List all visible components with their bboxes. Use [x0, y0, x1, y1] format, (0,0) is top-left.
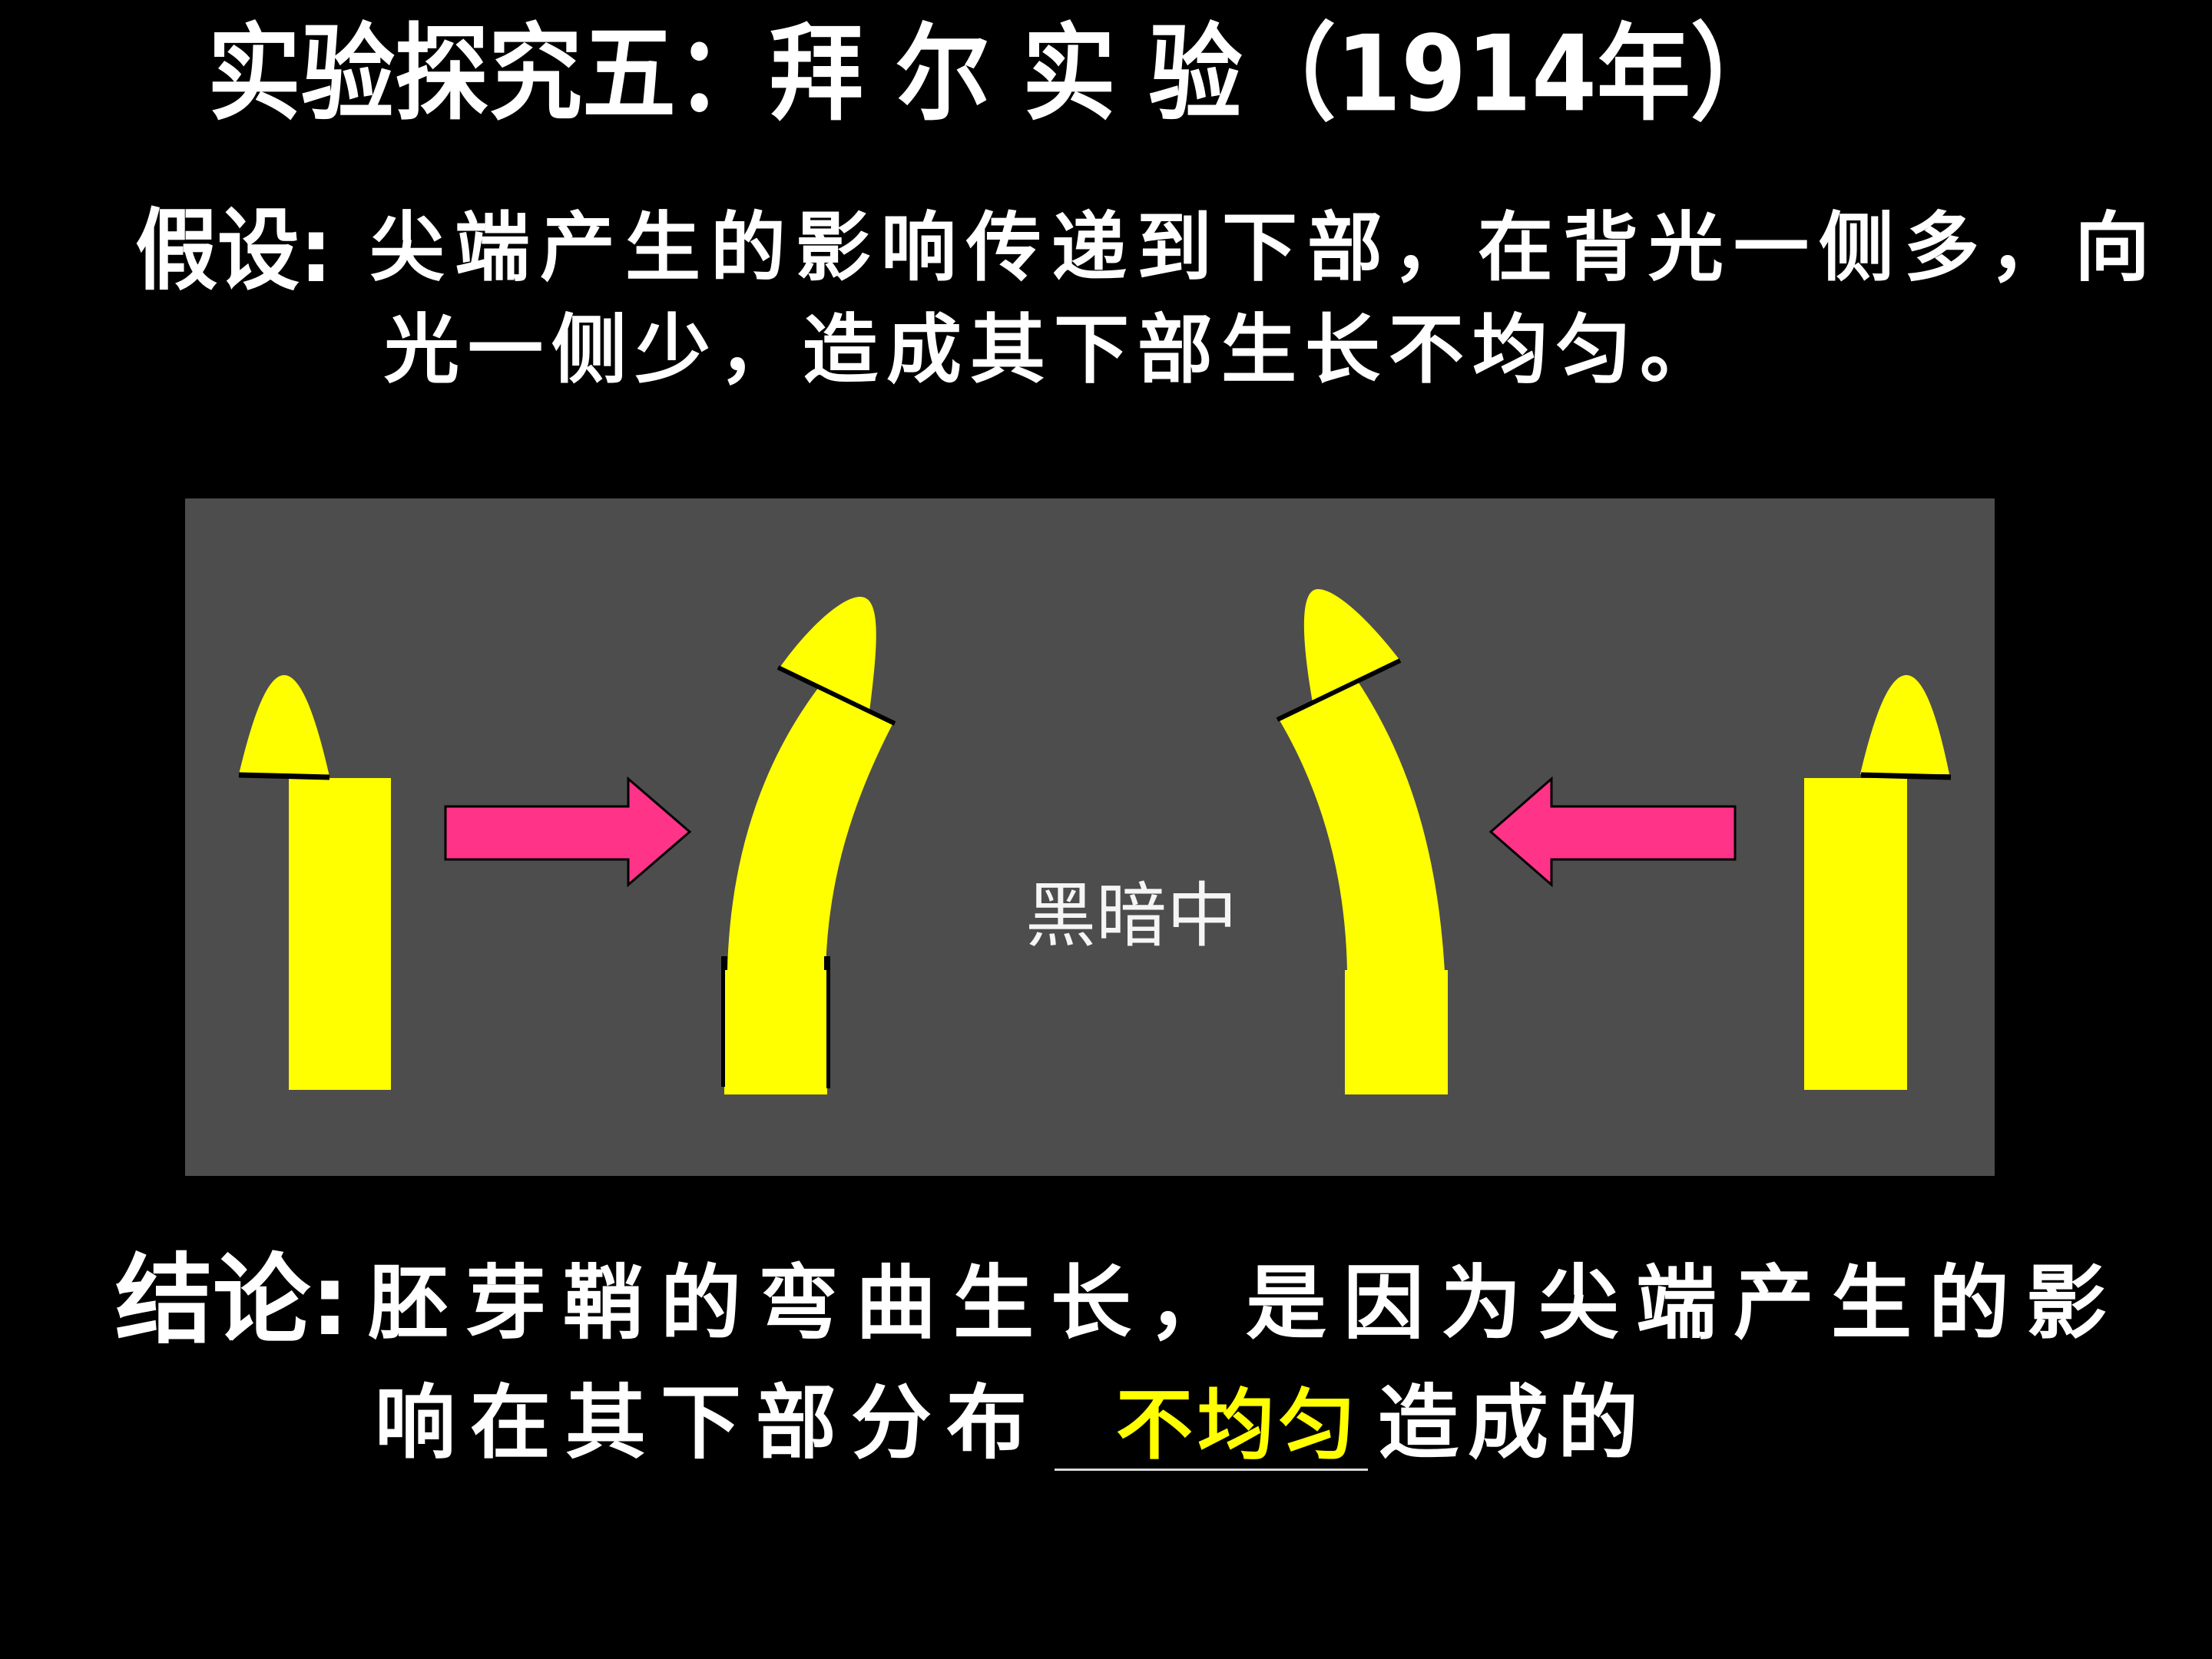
coleoptile-base — [1345, 970, 1448, 1094]
coleoptile-bent-left — [1276, 589, 1448, 1094]
answer-blank-text: 不均匀 — [1116, 1379, 1360, 1470]
base-edge-left — [721, 956, 725, 1087]
cut-line — [1860, 772, 1952, 780]
cut-line — [777, 665, 896, 726]
coleoptile-base — [724, 969, 827, 1094]
coleoptile-bent-right — [721, 597, 896, 1094]
base-edge-right — [826, 956, 830, 1088]
cut-line — [238, 772, 330, 780]
coleoptile-bent-body — [727, 688, 893, 971]
slide-title: 实验探究五：拜 尔 实 验（1914年） — [207, 12, 1784, 135]
coleoptile-bent-body — [1280, 683, 1445, 972]
cut-line — [1276, 658, 1402, 722]
coleoptile-tip-icon — [1860, 675, 1949, 774]
base-notch-left — [721, 956, 727, 970]
coleoptile-with-tip-shifted-right — [1804, 675, 1952, 1090]
conclusion-line-1: 胚芽鞘的弯曲生长，是因为尖端产生的影 — [368, 1255, 2124, 1350]
conclusion-label: 结论: — [115, 1243, 349, 1357]
conclusion-line-2-prefix: 响在其下部分布 — [375, 1375, 1042, 1470]
hypothesis-line-2: 光一侧少，造成其下部生长不均匀。 — [384, 306, 1724, 394]
coleoptile-tip-icon — [239, 675, 329, 777]
base-notch-right — [824, 956, 830, 970]
coleoptile-stem — [289, 778, 391, 1090]
coleoptile-with-tip-shifted-left — [238, 675, 391, 1090]
hypothesis-line-1: 尖端产生的影响传递到下部，在背光一侧多，向 — [369, 204, 2161, 292]
darkness-label: 黑暗中 — [1025, 875, 1238, 957]
coleoptile-tip-icon — [1303, 589, 1400, 703]
conclusion-line-2-suffix: 造成的 — [1378, 1375, 1648, 1470]
coleoptile-tip-icon — [780, 597, 876, 711]
hypothesis-label: 假设: — [135, 200, 333, 303]
answer-blank-underline — [1055, 1469, 1368, 1471]
arrow-right-icon — [444, 776, 692, 888]
coleoptile-stem — [1804, 778, 1907, 1090]
arrow-left-icon — [1488, 776, 1737, 888]
